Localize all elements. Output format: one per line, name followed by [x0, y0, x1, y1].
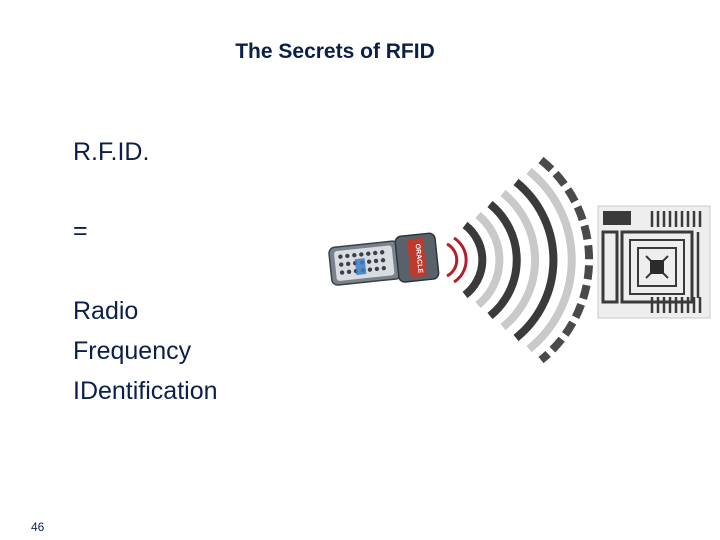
- slide-title: The Secrets of RFID: [235, 40, 435, 63]
- handheld-reader-icon: ORACLE: [328, 232, 440, 286]
- definition-frequency: Frequency: [73, 337, 192, 365]
- radio-waves-icon: [446, 156, 594, 364]
- equals-sign: =: [73, 217, 88, 245]
- reader-brand-label: ORACLE: [413, 243, 423, 273]
- definition-radio: Radio: [73, 297, 139, 325]
- page-number: 46: [31, 520, 45, 534]
- definition-identification: IDentification: [73, 377, 218, 405]
- acronym-text: R.F.ID.: [73, 138, 150, 166]
- rfid-tag-icon: [597, 205, 711, 319]
